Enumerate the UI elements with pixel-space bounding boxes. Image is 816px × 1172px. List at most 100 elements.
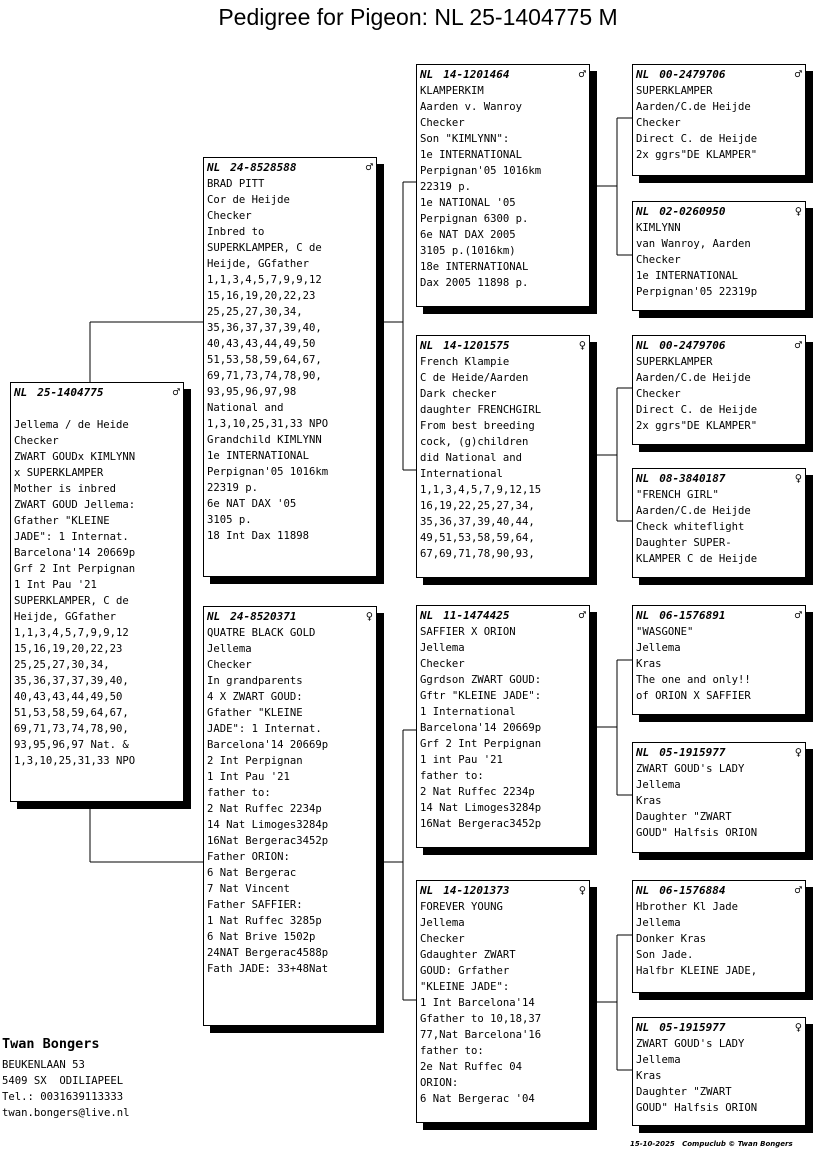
- card-line: x SUPERKLAMPER: [14, 467, 104, 479]
- card-line: 35,36,37,37,39,40,: [14, 675, 129, 687]
- card-line: ORION:: [420, 1077, 459, 1089]
- card-line: FOREVER YOUNG: [420, 901, 503, 913]
- card-line: SUPERKLAMPER: [636, 356, 713, 368]
- card-line: Checker: [420, 933, 465, 945]
- ring-id: 06-1576884: [659, 883, 726, 897]
- sex-symbol-icon: ♀: [794, 204, 802, 218]
- country-code: NL: [420, 67, 434, 81]
- card-line: Heijde, GGfather: [14, 611, 117, 623]
- card-line: Gfather "KLEINE: [14, 515, 110, 527]
- ring-id: 02-0260950: [659, 204, 726, 218]
- card-line: Son Jade.: [636, 949, 694, 961]
- sex-symbol-icon: ♂: [578, 67, 586, 81]
- card-line: Direct C. de Heijde: [636, 404, 758, 416]
- country-code: NL: [14, 385, 28, 399]
- card-line: Fath JADE: 33+48Nat: [207, 963, 329, 975]
- country-code: NL: [207, 609, 221, 623]
- card-line: Checker: [207, 210, 252, 222]
- card-line: 15,16,19,20,22,23: [14, 643, 123, 655]
- ring-id: 06-1576891: [659, 608, 726, 622]
- owner-address-line: 5409 SX ODILIAPEEL: [2, 1075, 124, 1087]
- card-line: C de Heide/Aarden: [420, 372, 529, 384]
- ring-id: 11-1474425: [443, 608, 510, 622]
- card-line: 35,36,37,39,40,44,: [420, 516, 535, 528]
- card-line: 40,43,43,44,49,50: [14, 691, 123, 703]
- card-line: 14 Nat Limoges3284p: [420, 802, 542, 814]
- card-line: Kras: [636, 795, 662, 807]
- card-line: Checker: [14, 435, 59, 447]
- sex-symbol-icon: ♀: [794, 745, 802, 759]
- card-line: 6 Nat Bergerac: [207, 867, 297, 879]
- card-line: 77,Nat Barcelona'16: [420, 1029, 542, 1041]
- ring-id: 14-1201575: [443, 338, 510, 352]
- page-title: Pedigree for Pigeon: NL 25-1404775 M: [218, 4, 618, 30]
- card-line: Checker: [636, 117, 681, 129]
- card-line: 35,36,37,37,39,40,: [207, 322, 322, 334]
- card-line: 16Nat Bergerac3452p: [420, 818, 542, 830]
- card-line: 93,95,96,97,98: [207, 386, 297, 398]
- ring-id: 25-1404775: [37, 385, 104, 399]
- ring-id: 00-2479706: [659, 67, 726, 81]
- sex-symbol-icon: ♂: [794, 608, 802, 622]
- card-line: 1 International: [420, 706, 516, 718]
- card-line: ZWART GOUD Jellema:: [14, 499, 136, 511]
- card-line: The one and only!!: [636, 674, 751, 686]
- card-line: 40,43,43,44,49,50: [207, 338, 316, 350]
- card-line: Father SAFFIER:: [207, 899, 303, 911]
- card-line: ZWART GOUD's LADY: [636, 763, 745, 775]
- card-line: Aarden/C.de Heijde: [636, 101, 751, 113]
- card-line: 2e Nat Ruffec 04: [420, 1061, 523, 1073]
- card-line: Barcelona'14 20669p: [14, 547, 136, 559]
- card-line: 16Nat Bergerac3452p: [207, 835, 329, 847]
- card-line: Dark checker: [420, 388, 497, 400]
- card-line: 4 X ZWART GOUD:: [207, 691, 303, 703]
- sex-symbol-icon: ♂: [365, 160, 373, 174]
- country-code: NL: [636, 338, 650, 352]
- card-line: 2x ggrs"DE KLAMPER": [636, 420, 758, 432]
- card-line: GOUD: Grfather: [420, 965, 510, 977]
- card-line: Aarden v. Wanroy: [420, 101, 523, 113]
- card-line: 14 Nat Limoges3284p: [207, 819, 329, 831]
- card-line: Jellema: [636, 642, 681, 654]
- sex-symbol-icon: ♀: [365, 609, 373, 623]
- card-line: Checker: [207, 659, 252, 671]
- card-line: 2x ggrs"DE KLAMPER": [636, 149, 758, 161]
- card-line: Aarden/C.de Heijde: [636, 505, 751, 517]
- card-line: 1 Int Barcelona'14: [420, 997, 535, 1009]
- sex-symbol-icon: ♂: [794, 883, 802, 897]
- card-line: SAFFIER X ORION: [420, 626, 516, 638]
- card-line: 67,69,71,78,90,93,: [420, 548, 535, 560]
- card-line: SUPERKLAMPER, C de: [207, 242, 322, 254]
- country-code: NL: [636, 471, 650, 485]
- card-line: KLAMPER C de Heijde: [636, 553, 758, 565]
- card-line: Mother is inbred: [14, 483, 117, 495]
- sex-symbol-icon: ♂: [172, 385, 180, 399]
- card-line: International: [420, 468, 503, 480]
- card-line: 1 Int Pau '21: [207, 771, 290, 783]
- sex-symbol-icon: ♀: [794, 1020, 802, 1034]
- card-line: 1e NATIONAL '05: [420, 197, 516, 209]
- card-line: Perpignan'05 22319p: [636, 286, 758, 298]
- card-line: father to:: [207, 787, 271, 799]
- card-line: Grf 2 Int Perpignan: [14, 563, 136, 575]
